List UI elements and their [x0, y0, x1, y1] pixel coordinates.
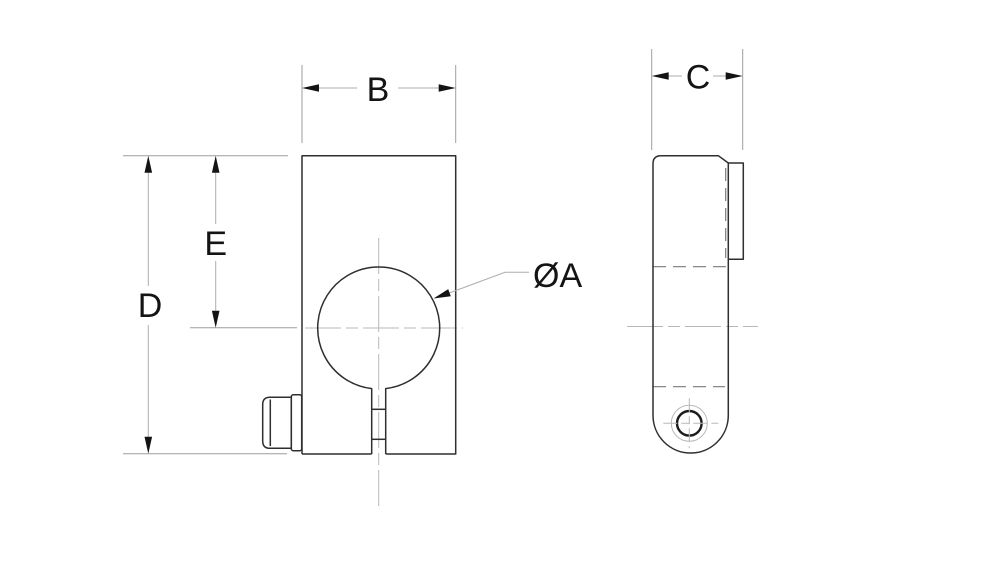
dim-c-label: C: [686, 59, 711, 97]
dim-d-arrow-bottom: [144, 436, 153, 454]
dimension-e: E: [190, 155, 297, 329]
dim-d-arrow-top: [144, 155, 153, 173]
dim-b-arrow-right: [438, 84, 456, 92]
screw-washer: [290, 393, 303, 452]
bore-diameter-label: ØA: [533, 257, 582, 295]
clamp-bore-and-slot-outline: [316, 266, 441, 454]
side-view: [627, 154, 758, 454]
dimension-d: D: [123, 155, 288, 455]
dim-d-label: D: [138, 287, 163, 325]
dimension-b: B: [301, 65, 457, 143]
dimension-c: C: [651, 49, 744, 150]
side-body-outline: [652, 154, 730, 454]
dim-e-arrow-top: [211, 155, 220, 173]
dim-b-label: B: [367, 71, 390, 109]
clamp-screw: [261, 393, 303, 452]
dim-e-label: E: [204, 225, 227, 263]
bore-diameter-callout: ØA: [433, 257, 582, 299]
dim-c-arrow-right: [725, 72, 743, 80]
dim-c-arrow-left: [651, 72, 669, 80]
screw-head-outline: [261, 396, 293, 450]
slot-cross-lines: [371, 408, 386, 441]
dim-e-arrow-bottom: [211, 310, 220, 328]
leader-line: [447, 271, 529, 295]
front-view: [261, 154, 463, 511]
dim-b-arrow-left: [302, 84, 319, 92]
side-flange-outline: [728, 162, 745, 261]
front-body-outline: [301, 154, 457, 455]
leader-arrowhead: [433, 289, 451, 299]
hidden-lines: [653, 168, 729, 388]
hole-crosshair: [663, 398, 719, 449]
